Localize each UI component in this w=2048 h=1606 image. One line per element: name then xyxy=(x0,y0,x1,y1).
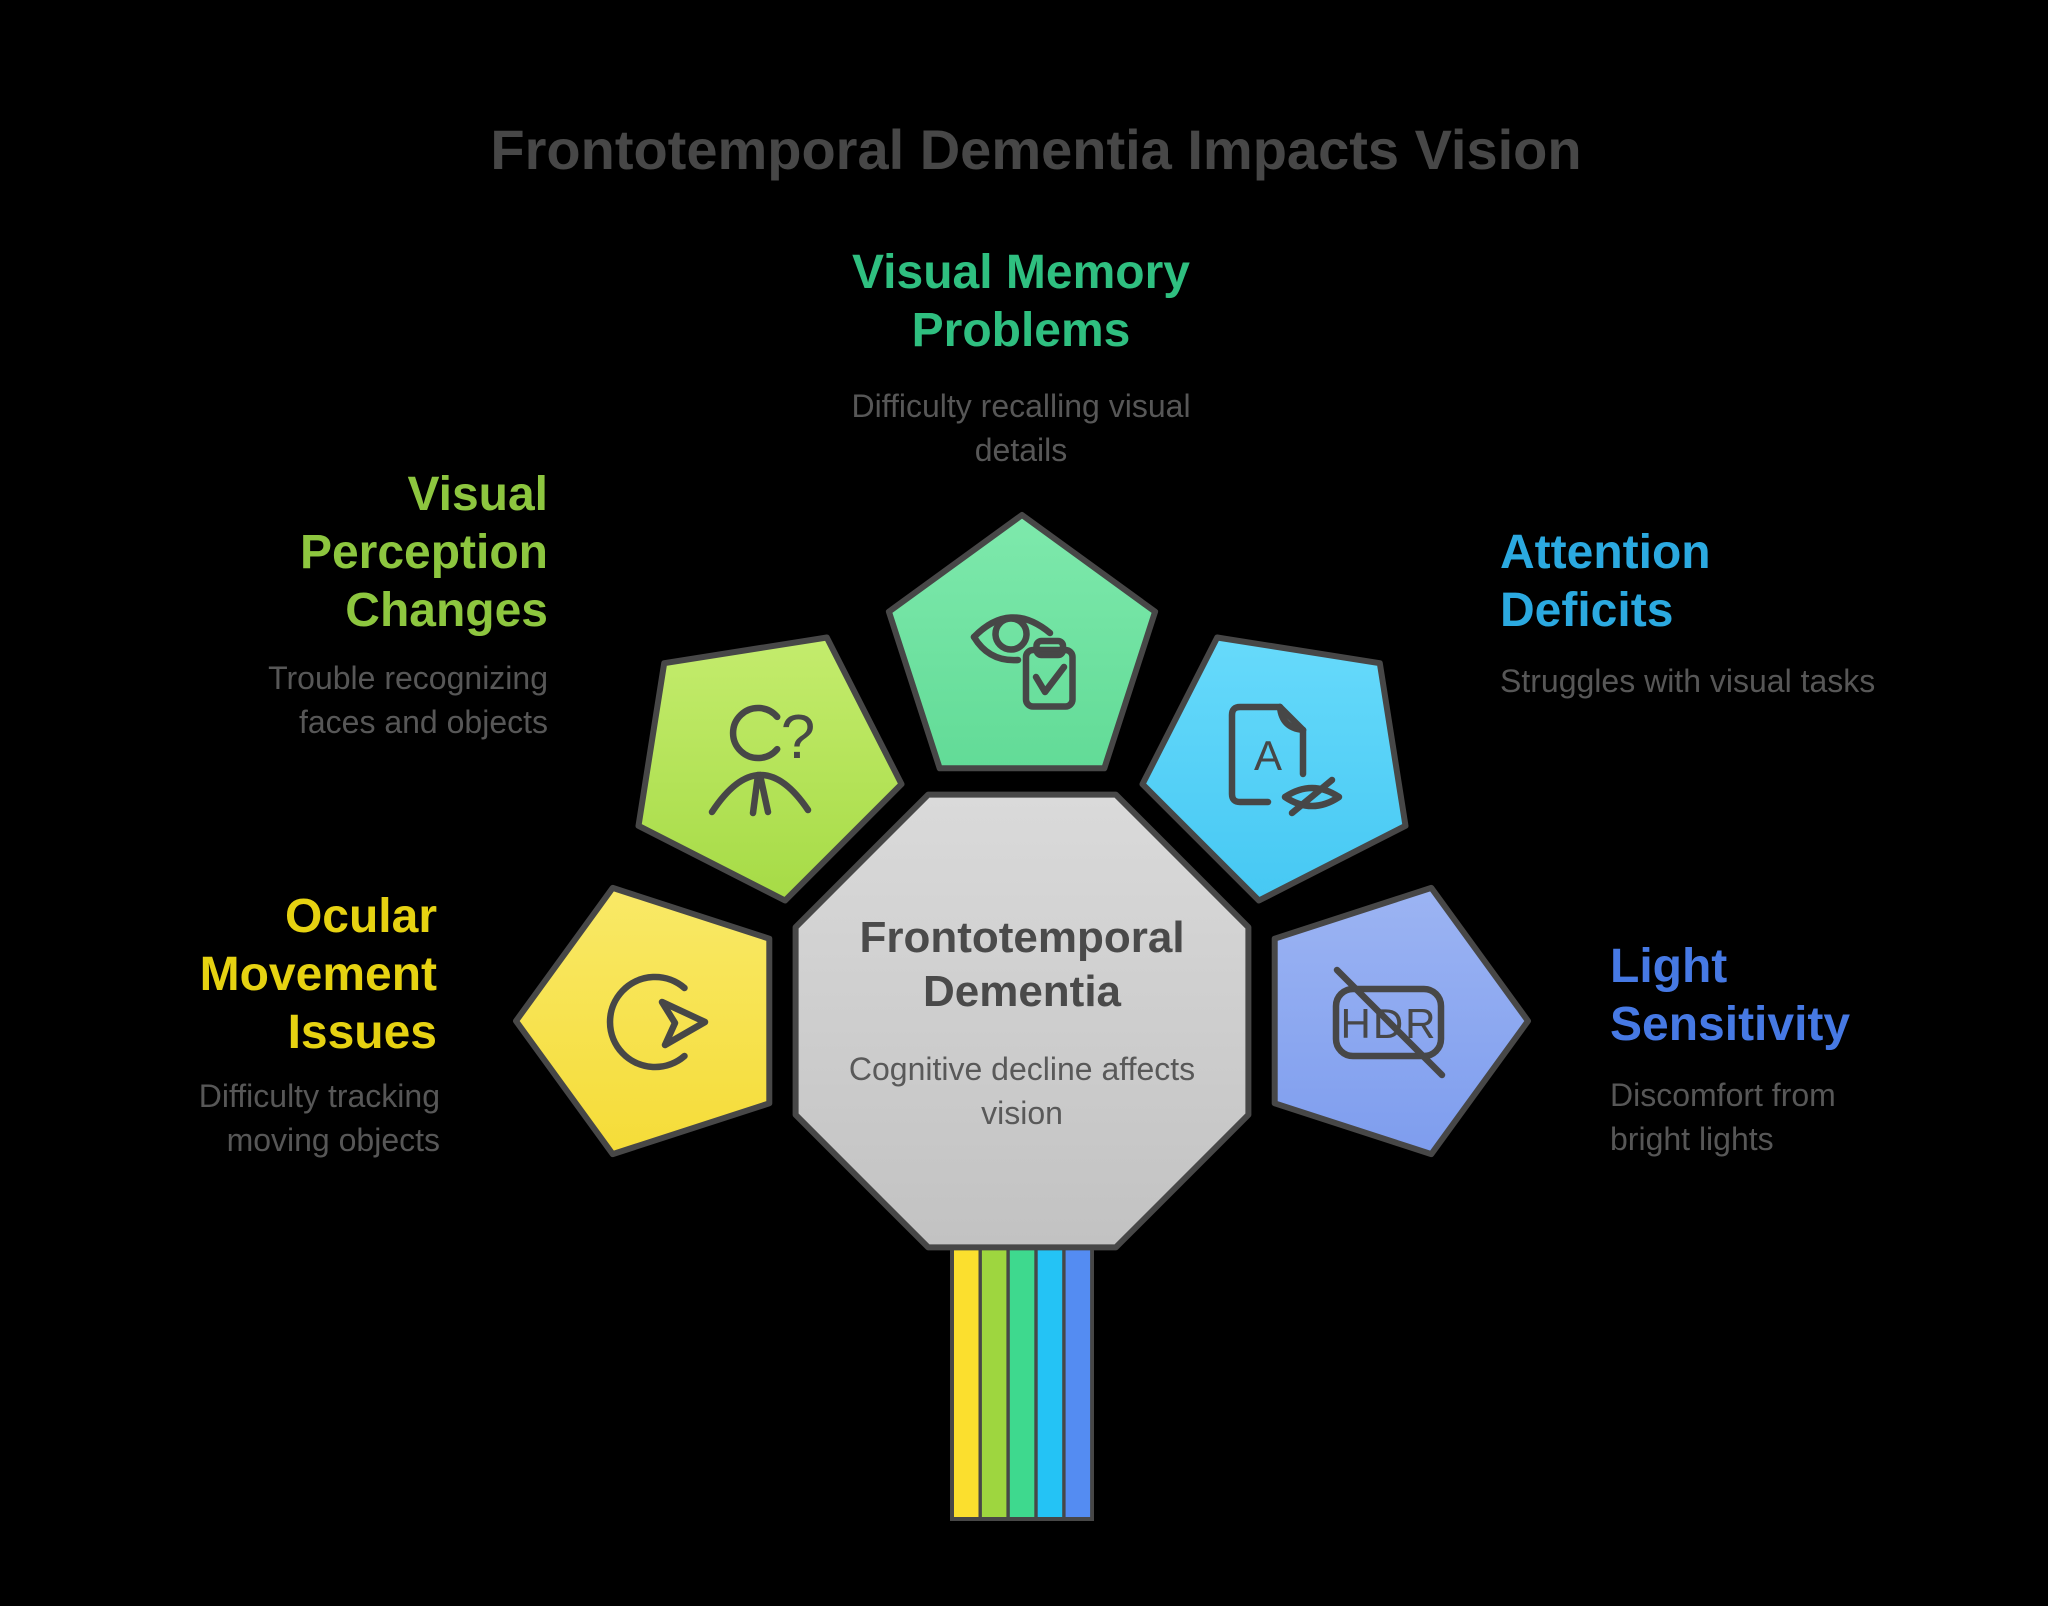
description-ocular-movement: Difficulty tracking moving objects xyxy=(198,1078,440,1158)
page-title: Frontotemporal Dementia Impacts Vision xyxy=(490,118,1582,181)
svg-text:A: A xyxy=(1254,732,1282,779)
description-attention-deficits: Struggles with visual tasks xyxy=(1500,663,1876,699)
pentagon-light-sensitivity xyxy=(1271,884,1531,1158)
description-visual-perception: Trouble recognizing faces and objects xyxy=(268,660,548,740)
central-octagon xyxy=(792,791,1252,1251)
stem-stripe-cyan xyxy=(1037,1247,1063,1517)
person-question-icon: ? xyxy=(708,703,815,817)
stem-stripe-blue xyxy=(1065,1247,1091,1517)
stem-stripe-green xyxy=(1009,1247,1035,1517)
stem-stripe-lime xyxy=(981,1247,1007,1517)
central-subtitle: Cognitive decline affects vision xyxy=(848,1051,1196,1131)
hdr-off-icon: HDR xyxy=(1332,966,1446,1079)
stem-stripes xyxy=(950,1243,1094,1521)
svg-text:?: ? xyxy=(781,703,815,772)
eye-clipboard-icon xyxy=(970,614,1076,710)
stem-stripe-yellow xyxy=(954,1247,979,1517)
description-light-sensitivity: Discomfort from bright lights xyxy=(1610,1077,1836,1157)
heading-light-sensitivity: Light Sensitivity xyxy=(1610,940,1851,1051)
document-contrast-icon: A xyxy=(1228,703,1343,817)
central-text-block: Frontotemporal Dementia Cognitive declin… xyxy=(782,911,1262,1135)
pentagon-ocular-movement xyxy=(513,884,773,1158)
heading-attention-deficits: Attention Deficits xyxy=(1500,526,1711,637)
central-title: Frontotemporal Dementia xyxy=(859,913,1185,1016)
description-visual-memory: Difficulty recalling visual details xyxy=(851,388,1191,468)
heading-ocular-movement: Ocular Movement Issues xyxy=(199,890,437,1059)
heading-visual-memory: Visual Memory Problems xyxy=(852,246,1190,357)
eye-tracking-icon xyxy=(606,973,709,1071)
pentagon-visual-perception xyxy=(635,634,905,904)
pentagon-attention-deficits xyxy=(1139,634,1409,904)
heading-visual-perception: Visual Perception Changes xyxy=(299,468,548,637)
